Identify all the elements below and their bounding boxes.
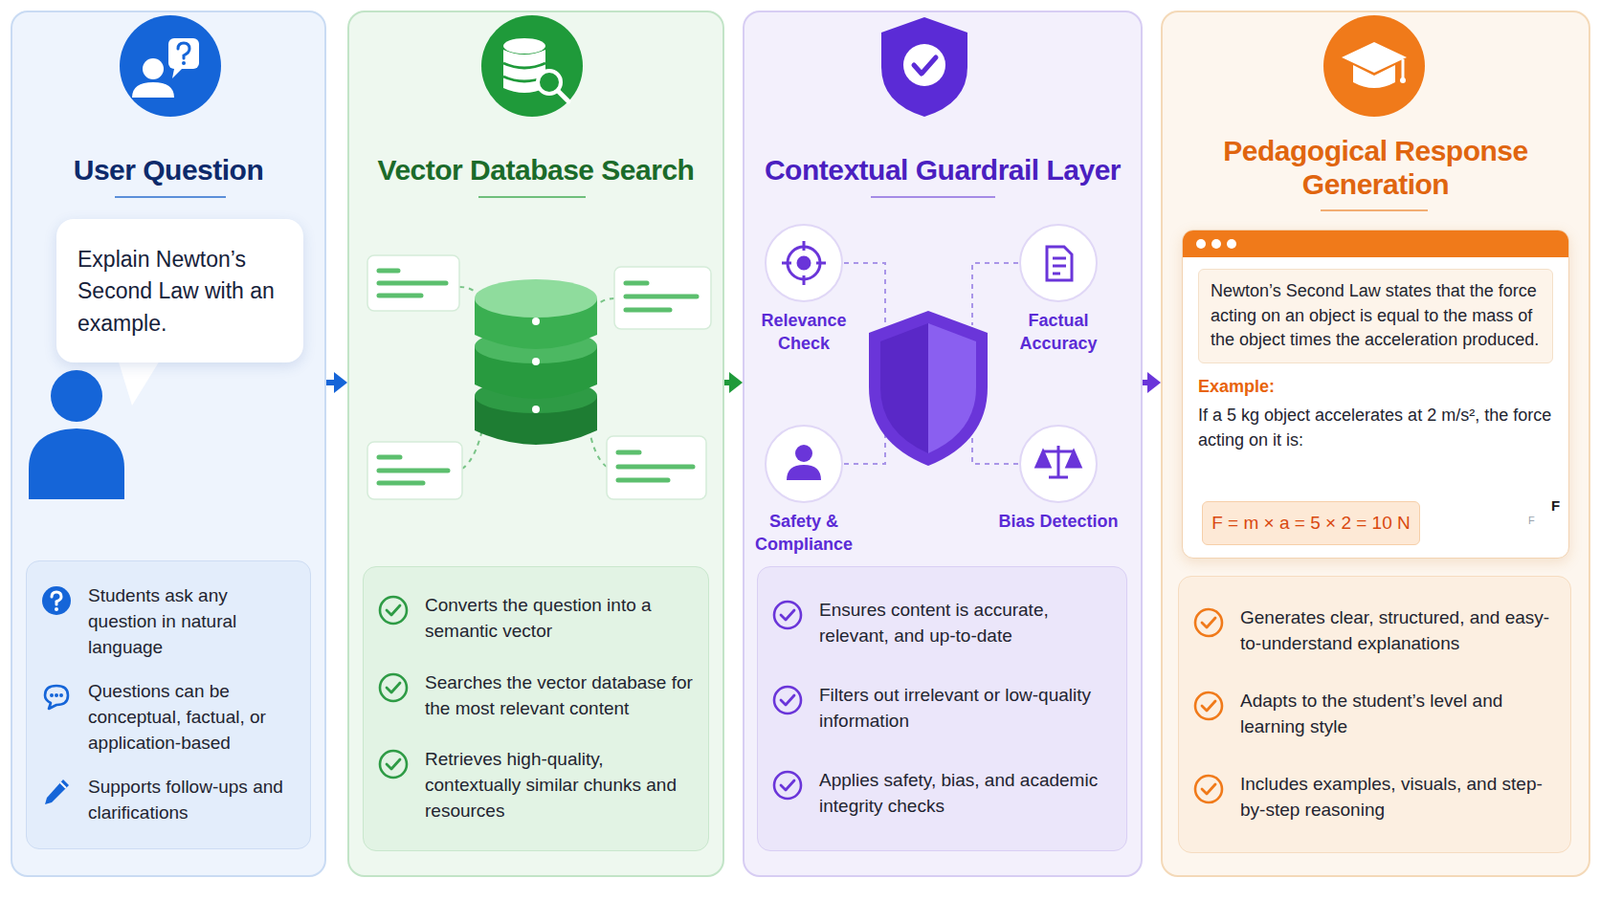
feature-text: Retrieves high-quality, contextually sim… bbox=[424, 747, 695, 825]
stage-panel: User QuestionExplain Newton’s Second Law… bbox=[10, 10, 327, 878]
check-label: Factual Accuracy bbox=[996, 309, 1121, 356]
feature-text: Questions can be conceptual, factual, or… bbox=[88, 679, 297, 757]
check-icon-node: Bias Detection bbox=[996, 425, 1121, 560]
flow-arrow bbox=[326, 372, 348, 394]
feature-text: Applies safety, bias, and academic integ… bbox=[819, 768, 1113, 821]
window-dot bbox=[1226, 239, 1237, 249]
feature-row: Ensures content is accurate, relevant, a… bbox=[771, 598, 1113, 650]
feature-row: Students ask any question in natural lan… bbox=[40, 583, 297, 662]
feature-row: Filters out irrelevant or low-quality in… bbox=[771, 683, 1113, 735]
window-body: Newton’s Second Law states that the forc… bbox=[1182, 257, 1569, 465]
response-window: Newton’s Second Law states that the forc… bbox=[1181, 229, 1570, 559]
window-dot bbox=[1196, 239, 1206, 249]
panel-title: Contextual Guardrail Layer bbox=[750, 154, 1135, 188]
window-dot bbox=[1211, 239, 1222, 249]
bullet-icon bbox=[1192, 606, 1225, 640]
stage-panel: Pedagogical Response GenerationNewton’s … bbox=[1160, 10, 1591, 878]
flow-arrow bbox=[724, 372, 743, 394]
force-label: F bbox=[1528, 514, 1535, 527]
feature-row: Generates clear, structured, and easy-to… bbox=[1192, 605, 1557, 658]
flow-arrow bbox=[1142, 372, 1161, 394]
feature-row: Searches the vector database for the mos… bbox=[377, 670, 695, 723]
feature-text: Ensures content is accurate, relevant, a… bbox=[819, 598, 1113, 650]
bullet-icon bbox=[771, 684, 804, 717]
example-text: If a 5 kg object accelerates at 2 m/s², … bbox=[1198, 402, 1554, 453]
bullet-icon bbox=[771, 599, 804, 632]
check-label: Safety & Compliance bbox=[741, 510, 867, 557]
formula-box: F = m × a = 5 × 2 = 10 N bbox=[1201, 501, 1421, 546]
formula-text: F = m × a = 5 × 2 = 10 N bbox=[1211, 512, 1411, 534]
feature-text: Students ask any question in natural lan… bbox=[88, 583, 297, 662]
bullet-icon bbox=[40, 776, 73, 809]
check-icon-node: Factual Accuracy bbox=[996, 224, 1121, 359]
feature-box: Students ask any question in natural lan… bbox=[25, 560, 312, 850]
feature-box: Converts the question into a semantic ve… bbox=[362, 566, 710, 852]
panel-title: Pedagogical Response Generation bbox=[1189, 134, 1563, 201]
bullet-icon bbox=[1192, 773, 1225, 806]
bullet-icon bbox=[1192, 689, 1225, 723]
feature-row: Retrieves high-quality, contextually sim… bbox=[377, 747, 695, 825]
feature-row: Includes examples, visuals, and step-by-… bbox=[1192, 772, 1557, 824]
feature-text: Supports follow-ups and clarifications bbox=[88, 775, 297, 827]
answer-text: Newton’s Second Law states that the forc… bbox=[1198, 268, 1554, 364]
bullet-icon bbox=[40, 584, 73, 618]
feature-box: Ensures content is accurate, relevant, a… bbox=[756, 566, 1128, 852]
check-icon-node: Relevance Check bbox=[741, 224, 867, 359]
feature-row: Questions can be conceptual, factual, or… bbox=[40, 679, 297, 757]
window-bar bbox=[1182, 230, 1569, 258]
bullet-icon bbox=[377, 748, 410, 781]
question-text: Explain Newton’s Second Law with an exam… bbox=[77, 244, 283, 340]
bullet-icon bbox=[40, 680, 73, 713]
panel-title: User Question bbox=[24, 154, 312, 188]
feature-row: Supports follow-ups and clarifications bbox=[40, 775, 297, 827]
bullet-icon bbox=[377, 594, 410, 627]
feature-text: Includes examples, visuals, and step-by-… bbox=[1240, 772, 1557, 824]
feature-row: Converts the question into a semantic ve… bbox=[377, 593, 695, 645]
panel-title: Vector Database Search bbox=[356, 154, 715, 188]
feature-text: Generates clear, structured, and easy-to… bbox=[1240, 605, 1557, 658]
bullet-icon bbox=[377, 671, 410, 705]
force-label: F bbox=[1551, 497, 1560, 514]
bullet-icon bbox=[771, 769, 804, 802]
feature-box: Generates clear, structured, and easy-to… bbox=[1177, 576, 1572, 854]
check-label: Relevance Check bbox=[741, 309, 867, 356]
feature-text: Converts the question into a semantic ve… bbox=[424, 593, 695, 645]
feature-text: Adapts to the student’s level and learni… bbox=[1240, 688, 1557, 741]
feature-row: Adapts to the student’s level and learni… bbox=[1192, 688, 1557, 741]
speech-bubble: Explain Newton’s Second Law with an exam… bbox=[56, 219, 304, 363]
stage-panel: Vector Database SearchConverts the quest… bbox=[347, 10, 725, 878]
stage-panel: Contextual Guardrail LayerRelevance Chec… bbox=[742, 10, 1143, 878]
feature-text: Searches the vector database for the mos… bbox=[424, 670, 695, 723]
check-label: Bias Detection bbox=[996, 510, 1121, 534]
check-icon-node: Safety & Compliance bbox=[741, 425, 867, 560]
example-heading: Example: bbox=[1198, 377, 1554, 398]
feature-text: Filters out irrelevant or low-quality in… bbox=[819, 683, 1113, 735]
feature-row: Applies safety, bias, and academic integ… bbox=[771, 768, 1113, 821]
